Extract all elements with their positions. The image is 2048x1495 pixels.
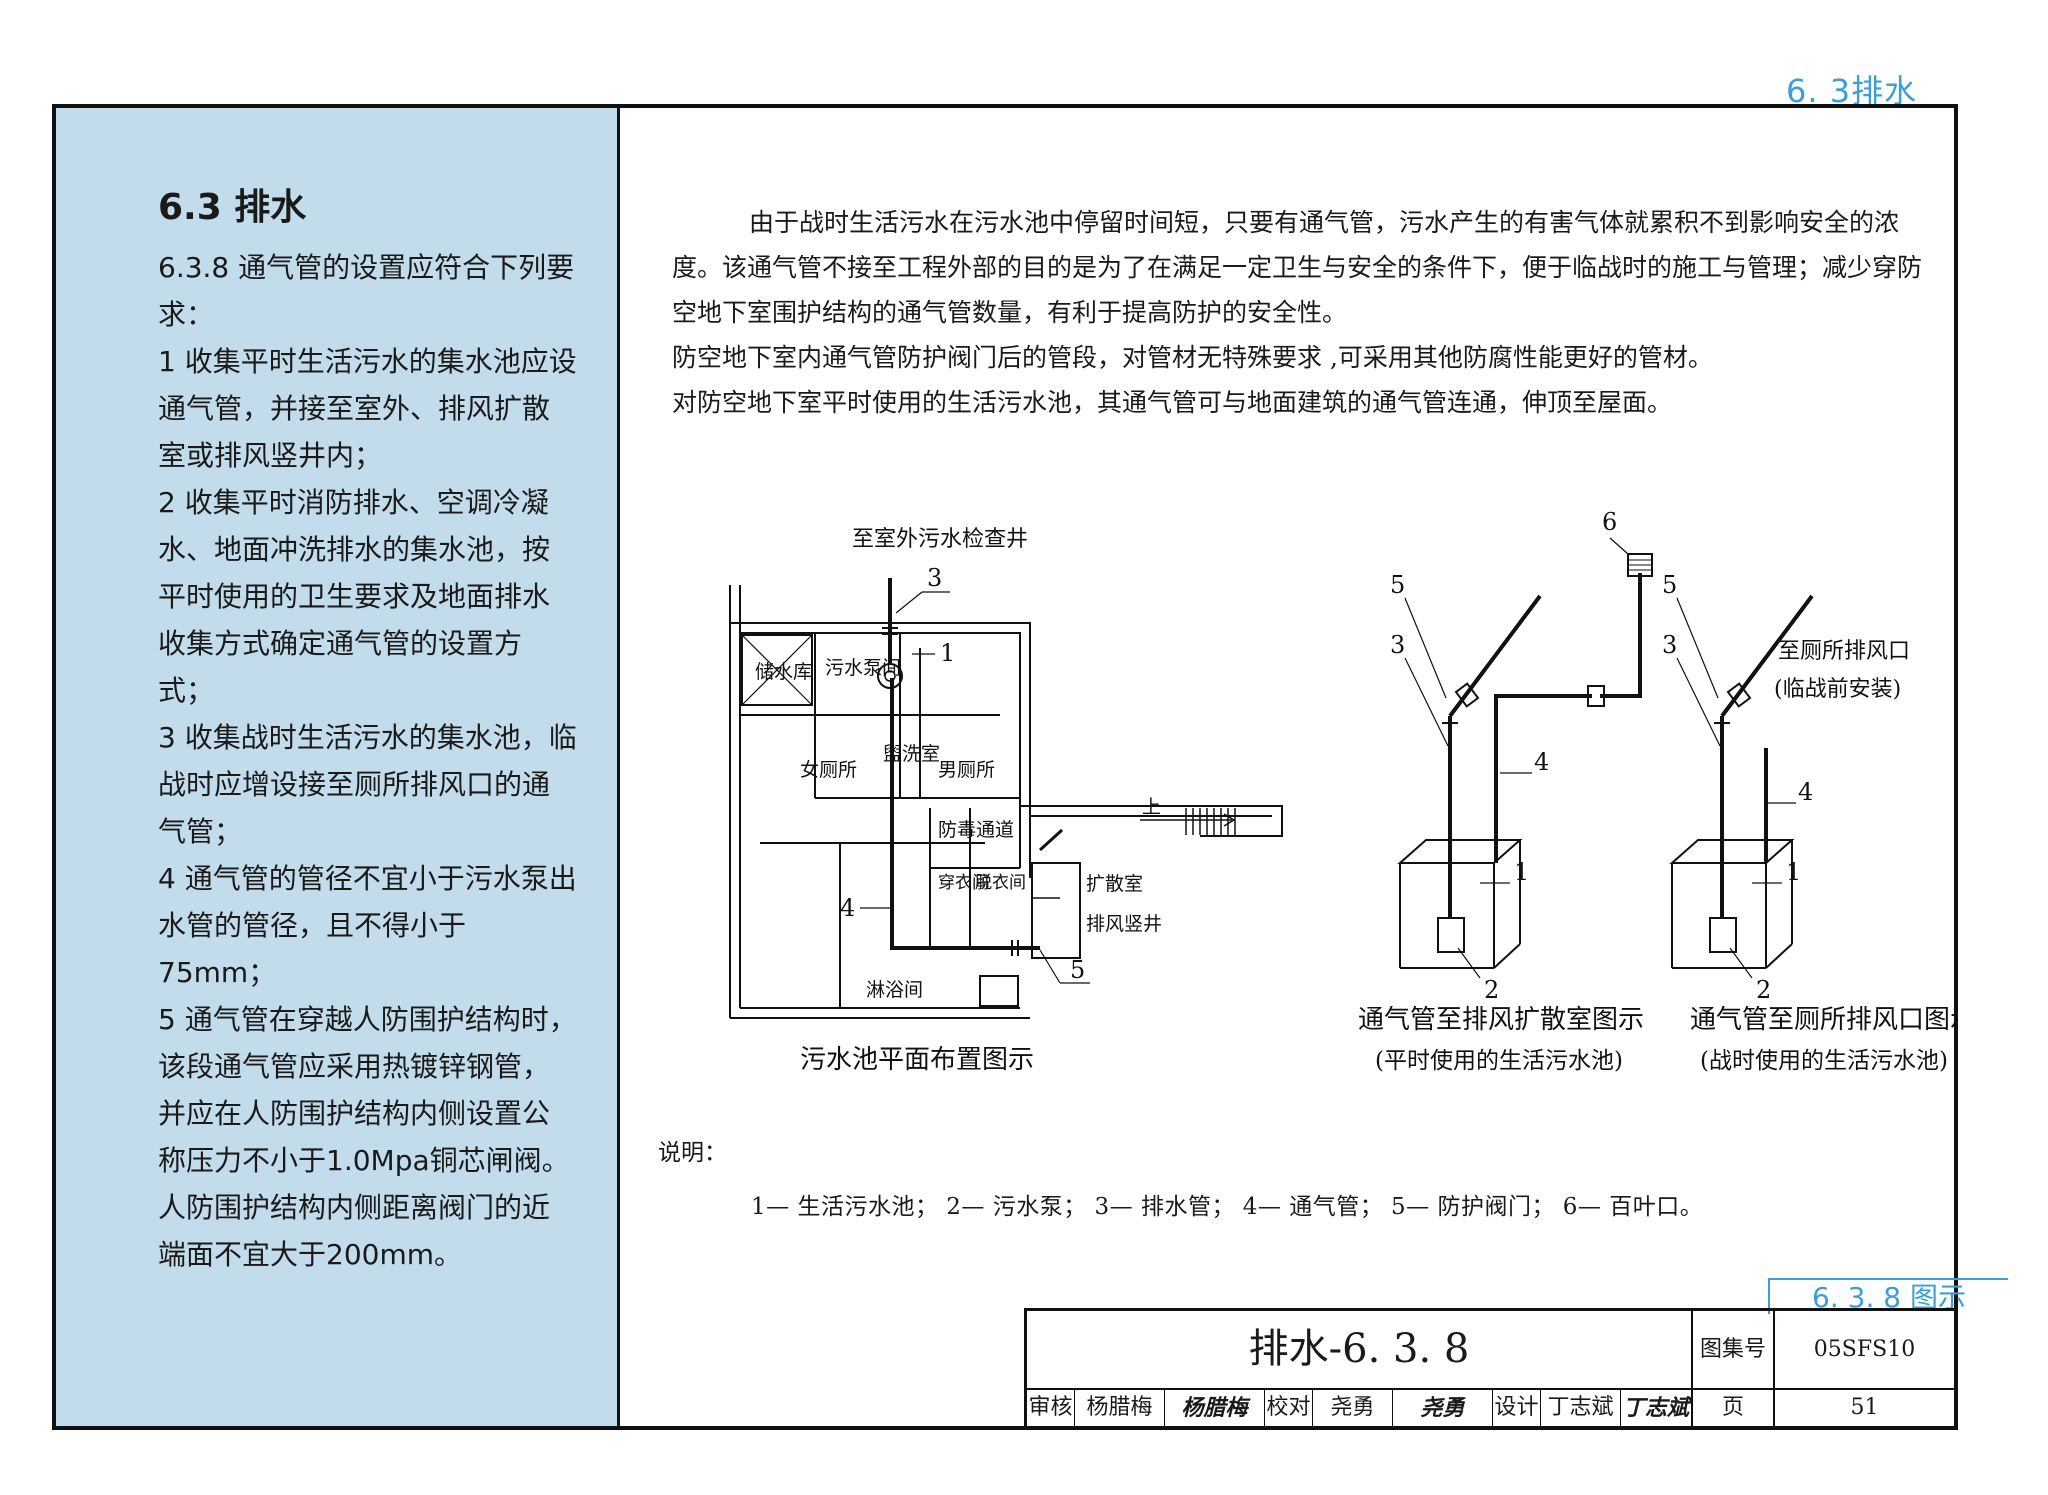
section-heading: 6.3 排水 xyxy=(158,187,307,228)
section-label: 6. 3排水 xyxy=(1786,72,1918,110)
explanation-paragraph-3: 对防空地下室平时使用的生活污水池，其通气管可与地面建筑的通气管连通，伸顶至屋面。 xyxy=(672,388,1673,417)
plan-label-men: 男厕所 xyxy=(938,759,995,781)
fig-c-number-4: 4 xyxy=(1798,778,1813,806)
review-label: 审核 xyxy=(1027,1390,1075,1426)
fig-b-number-6: 6 xyxy=(1602,508,1617,536)
fig-c-number-2: 2 xyxy=(1756,976,1771,1004)
fig-c-label-line1: 至厕所排风口 xyxy=(1778,639,1910,664)
title-block-title: 排水-6. 3. 8 xyxy=(1027,1311,1693,1388)
title-block: 排水-6. 3. 8 图集号 05SFS10 审核 杨腊梅 杨腊梅 校对 尧勇 … xyxy=(1024,1308,1954,1426)
fig-b-caption: 通气管至排风扩散室图示 xyxy=(1358,1005,1644,1035)
checker-name: 尧勇 xyxy=(1313,1390,1393,1426)
right-panel: 由于战时生活污水在污水池中停留时间短，只要有通气管，污水产生的有害气体就累积不到… xyxy=(620,108,2008,1426)
plan-diagram: 储水库 污水泵间 盥洗室 女厕所 男厕所 防毒通道 穿衣间 脱衣间 扩散室 排风… xyxy=(729,527,1283,1075)
checker-signature: 尧勇 xyxy=(1393,1390,1493,1426)
plan-label-shaft: 排风竖井 xyxy=(1086,913,1162,935)
plan-label-corridor: 防毒通道 xyxy=(938,819,1014,841)
plan-label-up: 上 xyxy=(1142,796,1161,818)
plan-number-1: 1 xyxy=(940,639,955,667)
notes: 说明： 1— 生活污水池； 2— 污水泵； 3— 排水管； 4— 通气管； 5—… xyxy=(658,1133,1703,1221)
fig-c-number-5: 5 xyxy=(1662,571,1677,599)
plan-label-women: 女厕所 xyxy=(800,759,857,781)
fig-c-caption: 通气管至厕所排风口图示 xyxy=(1690,1005,1958,1035)
drawing-frame: 6.3 排水 6.3.8 通气管的设置应符合下列要求： 1 收集平时生活污水的集… xyxy=(52,104,2008,1430)
designer-signature: 丁志斌 xyxy=(1622,1395,1689,1421)
page-label: 页 xyxy=(1693,1388,1775,1426)
fig-c-subcaption: (战时使用的生活污水池) xyxy=(1700,1048,1948,1074)
plan-number-5: 5 xyxy=(1070,956,1085,984)
explanation-text: 由于战时生活污水在污水池中停留时间短，只要有通气管，污水产生的有害气体就累积不到… xyxy=(672,200,1932,425)
plan-top-label: 至室外污水检查井 xyxy=(852,527,1028,552)
clause-item-1: 1 收集平时生活污水的集水池应设通气管，并接至室外、排风扩散室或排风竖井内； xyxy=(158,345,577,472)
plan-label-shower: 淋浴间 xyxy=(866,979,923,1001)
plan-label-washroom: 盥洗室 xyxy=(883,743,940,765)
clause-intro: 6.3.8 通气管的设置应符合下列要求： xyxy=(158,251,575,331)
explanation-paragraph-1: 由于战时生活污水在污水池中停留时间短，只要有通气管，污水产生的有害气体就累积不到… xyxy=(672,208,1923,327)
clause-item-3: 3 收集战时生活污水的集水池，临战时应增设接至厕所排风口的通气管； xyxy=(158,721,577,848)
left-panel: 6.3 排水 6.3.8 通气管的设置应符合下列要求： 1 收集平时生活污水的集… xyxy=(56,108,620,1426)
clause-item-2: 2 收集平时消防排水、空调冷凝水、地面冲洗排水的集水池，按平时使用的卫生要求及地… xyxy=(158,486,551,707)
diagrams: 储水库 污水泵间 盥洗室 女厕所 男厕所 防毒通道 穿衣间 脱衣间 扩散室 排风… xyxy=(729,508,1958,1075)
designer-name: 丁志斌 xyxy=(1541,1390,1621,1426)
clause-item-5: 5 通气管在穿越人防围护结构时，该段通气管应采用热镀锌钢管，并应在人防围护结构内… xyxy=(158,1003,577,1271)
fig-c-number-1: 1 xyxy=(1786,858,1801,886)
fig-b-number-2: 2 xyxy=(1484,976,1499,1004)
plan-label-diffusion: 扩散室 xyxy=(1086,873,1143,895)
fig-b-subcaption: (平时使用的生活污水池) xyxy=(1375,1048,1623,1074)
plan-label-storage: 储水库 xyxy=(755,661,812,683)
fig-b-number-1: 1 xyxy=(1514,858,1529,886)
notes-legend: 1— 生活污水池； 2— 污水泵； 3— 排水管； 4— 通气管； 5— 防护阀… xyxy=(751,1194,1704,1220)
plan-number-4: 4 xyxy=(840,894,855,922)
plan-number-3: 3 xyxy=(927,564,942,592)
reviewer-signature: 杨腊梅 xyxy=(1165,1390,1265,1426)
fig-c-diagram: 5 3 4 1 2 至厕所排风口 (临战前安装) 通气管至厕所排风口图示 (战时… xyxy=(1662,571,1958,1074)
fig-c-number-3: 3 xyxy=(1662,631,1677,659)
design-label: 设计 xyxy=(1493,1390,1541,1426)
atlas-label: 图集号 xyxy=(1693,1311,1775,1388)
plan-label-undress: 脱衣间 xyxy=(975,873,1026,893)
plan-label-pump-room: 污水泵间 xyxy=(825,657,901,679)
plan-label-dressing: 穿衣间 xyxy=(938,873,989,893)
clause-item-4: 4 通气管的管径不宜小于污水泵出水管的管径，且不得小于75mm； xyxy=(158,862,577,989)
check-label: 校对 xyxy=(1265,1390,1313,1426)
atlas-number: 05SFS10 xyxy=(1813,1337,1916,1362)
explanation-paragraph-2: 防空地下室内通气管防护阀门后的管段，对管材无特殊要求 ,可采用其他防腐性能更好的… xyxy=(672,343,1713,372)
notes-title: 说明： xyxy=(658,1140,727,1166)
plan-caption: 污水池平面布置图示 xyxy=(800,1045,1034,1075)
fig-b-number-5: 5 xyxy=(1390,571,1405,599)
page-number: 51 xyxy=(1775,1388,1954,1426)
fig-b-number-4: 4 xyxy=(1534,748,1549,776)
signature-row: 审核 杨腊梅 杨腊梅 校对 尧勇 尧勇 设计 丁志斌 丁志斌 xyxy=(1027,1388,1693,1426)
reviewer-name: 杨腊梅 xyxy=(1075,1390,1165,1426)
fig-b-diagram: 6 5 3 4 1 2 通气管至排风扩散室图示 (平时使用的生活污水池) xyxy=(1358,508,1653,1074)
fig-c-label-line2: (临战前安装) xyxy=(1774,677,1901,702)
fig-b-number-3: 3 xyxy=(1390,631,1405,659)
